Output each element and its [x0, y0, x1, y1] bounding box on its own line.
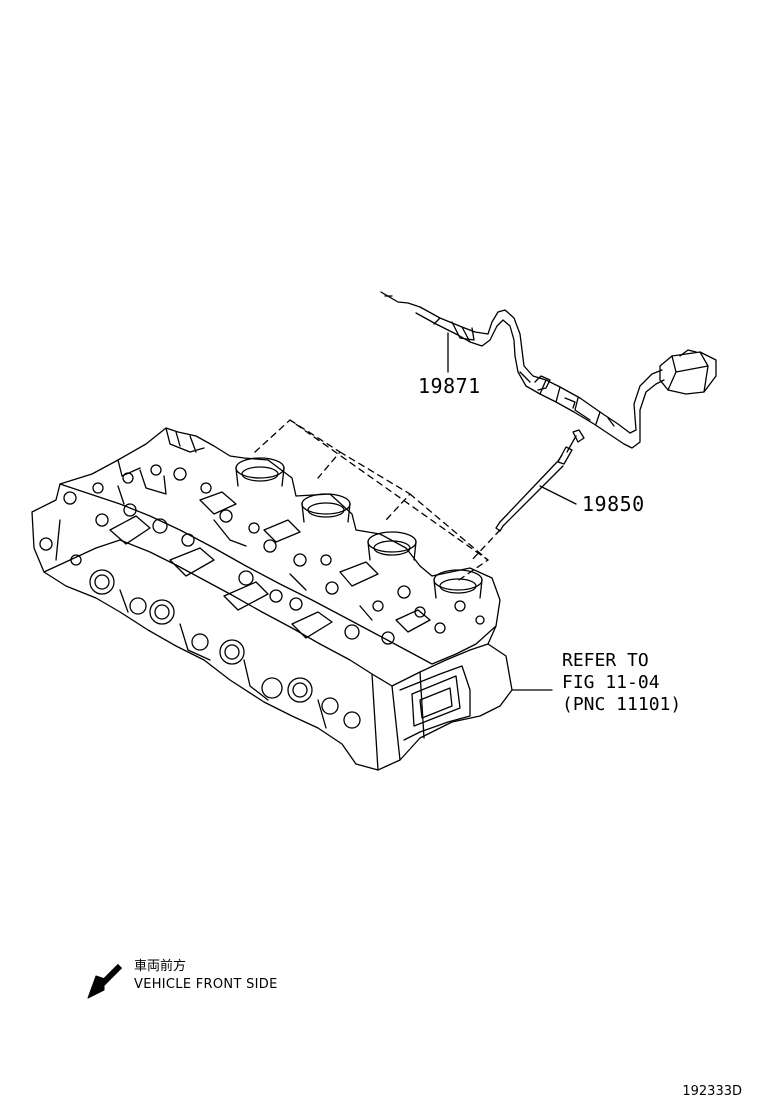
reference-line-2: FIG 11-04 [562, 672, 660, 693]
reference-note: REFER TO FIG 11-04 (PNC 11101) [562, 650, 681, 716]
illustration-number: 192333D [682, 1084, 742, 1099]
front-side-english: VEHICLE FRONT SIDE [134, 977, 278, 992]
glow-plug-harness [380, 291, 717, 449]
leader-19850 [539, 485, 577, 505]
installation-guide-lines [254, 419, 501, 583]
front-direction-arrow-icon [87, 963, 123, 999]
front-side-note: 車両前方 VEHICLE FRONT SIDE [134, 958, 278, 994]
front-side-japanese: 車両前方 [134, 959, 187, 974]
glow-plug [495, 429, 585, 532]
callout-19850: 19850 [582, 492, 645, 516]
cylinder-head [31, 427, 513, 771]
reference-line-1: REFER TO [562, 650, 649, 671]
callout-19871: 19871 [418, 374, 481, 398]
reference-line-3: (PNC 11101) [562, 694, 682, 715]
